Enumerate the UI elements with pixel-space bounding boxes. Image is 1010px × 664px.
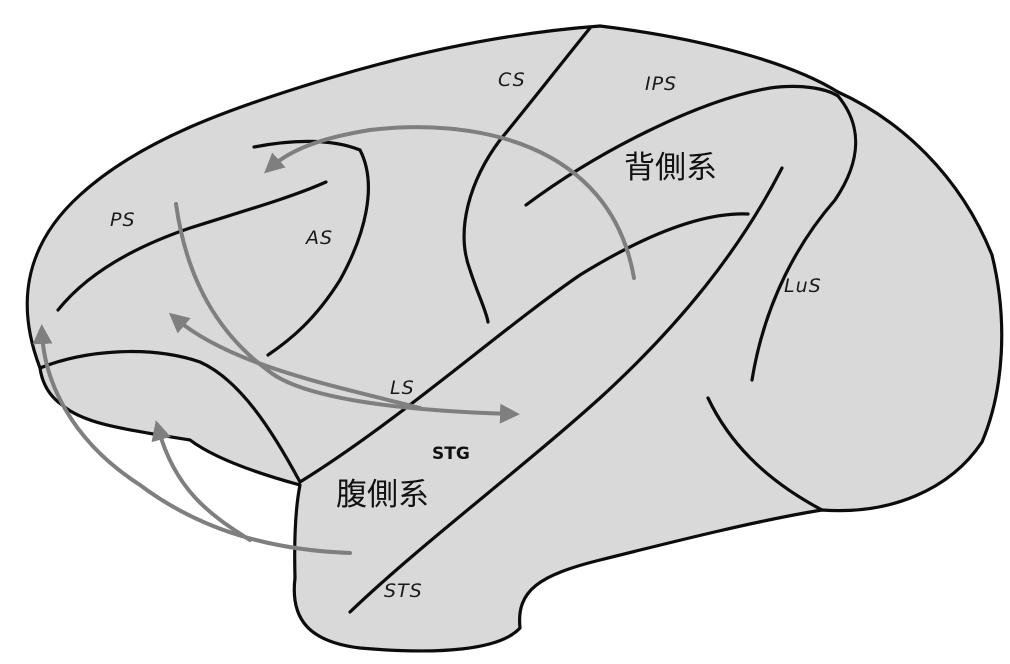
- label-stg: STG: [432, 444, 470, 464]
- label-sts: STS: [384, 580, 423, 602]
- label-dorsal-stream: 背側系: [624, 150, 717, 186]
- label-as: AS: [304, 227, 333, 249]
- label-cs: CS: [498, 69, 526, 91]
- label-ls: LS: [390, 377, 415, 399]
- brain-outline: [27, 26, 1001, 651]
- label-ips: IPS: [645, 73, 677, 95]
- label-ventral-stream: 腹側系: [336, 477, 429, 513]
- label-lus: LuS: [784, 275, 822, 297]
- label-ps: PS: [110, 209, 136, 231]
